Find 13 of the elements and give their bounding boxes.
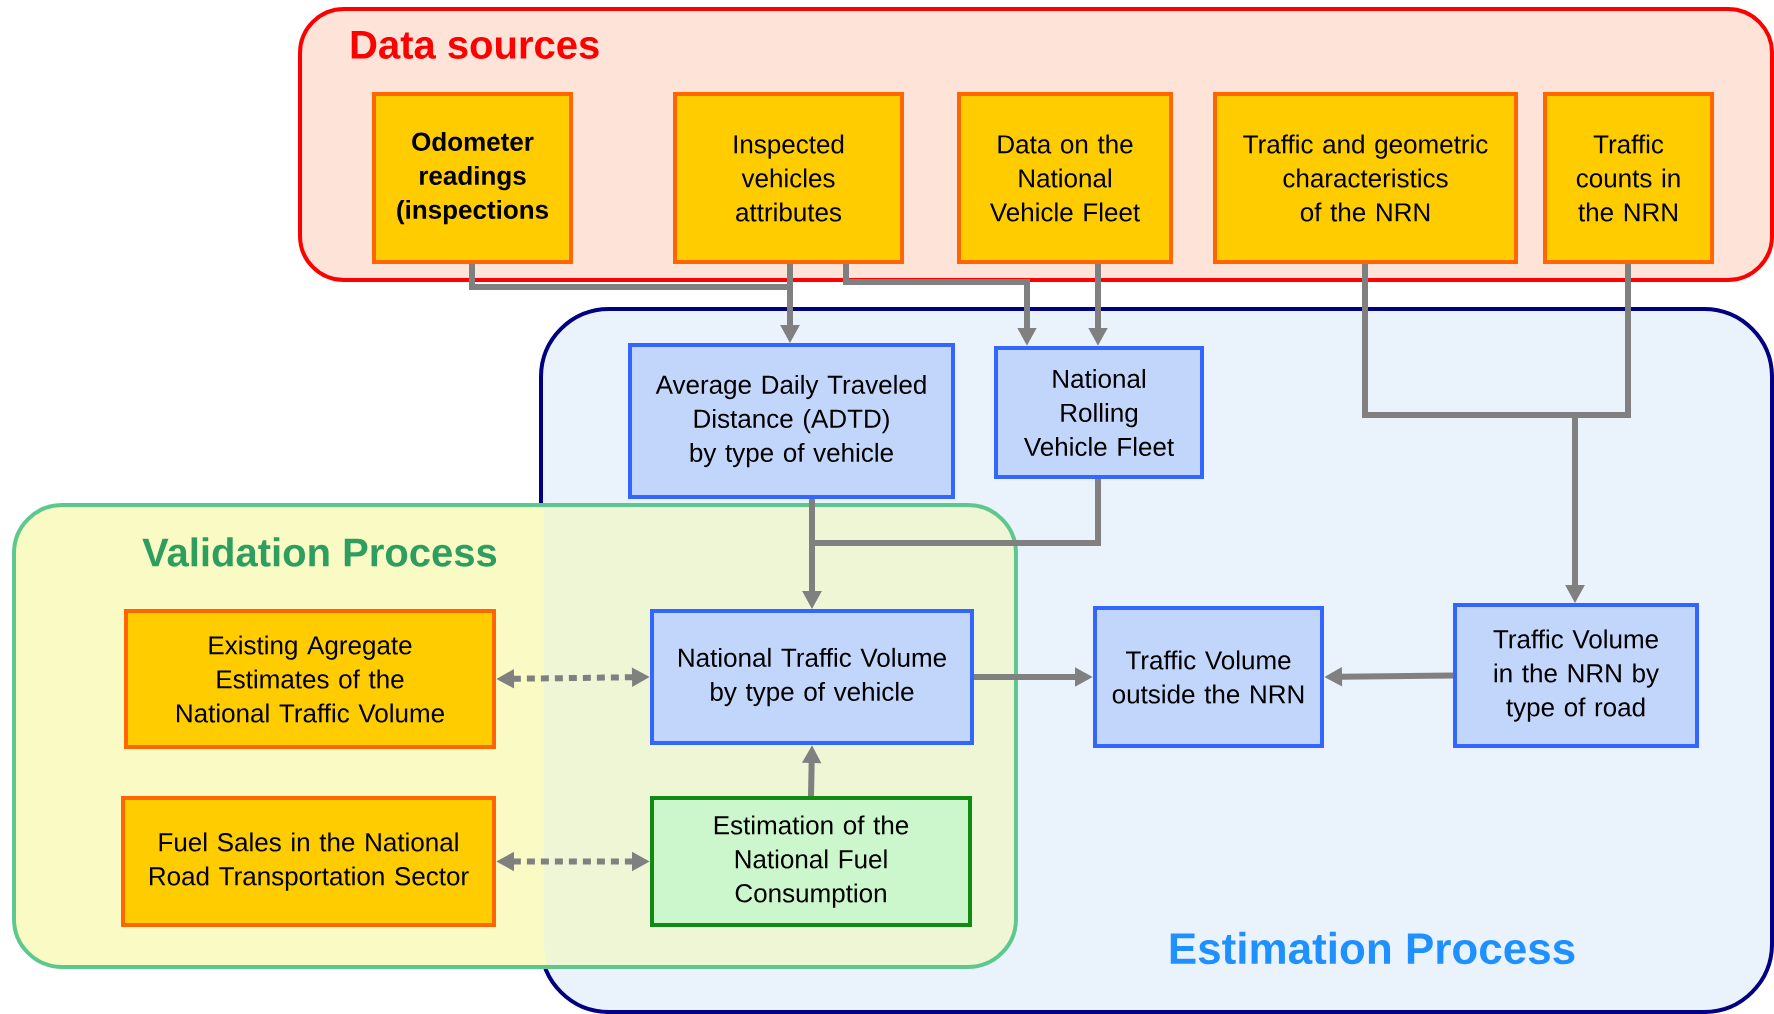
process-box: Traffic Volume outside the NRN — [1093, 606, 1324, 748]
process-box: National Rolling Vehicle Fleet — [994, 346, 1204, 479]
process-box: Estimation of the National Fuel Consumption — [650, 796, 972, 927]
process-box: Traffic Volume in the NRN by type of road — [1453, 603, 1699, 748]
data-box: Traffic and geometric characteristics of the NRN — [1213, 92, 1518, 264]
data-box: Odometer readings (inspections — [372, 92, 573, 264]
process-box: Average Daily Traveled Distance (ADTD) by type of vehicle — [628, 343, 955, 499]
data-box: Data on the National Vehicle Fleet — [957, 92, 1173, 264]
data-box: Existing Agregate Estimates of the National Traffic Volume — [124, 609, 496, 749]
data-box: Fuel Sales in the National Road Transportation Sector — [121, 796, 496, 927]
data-box: Inspected vehicles attributes — [673, 92, 904, 264]
process-box: National Traffic Volume by type of vehicle — [650, 609, 974, 745]
data-box: Traffic counts in the NRN — [1543, 92, 1714, 264]
